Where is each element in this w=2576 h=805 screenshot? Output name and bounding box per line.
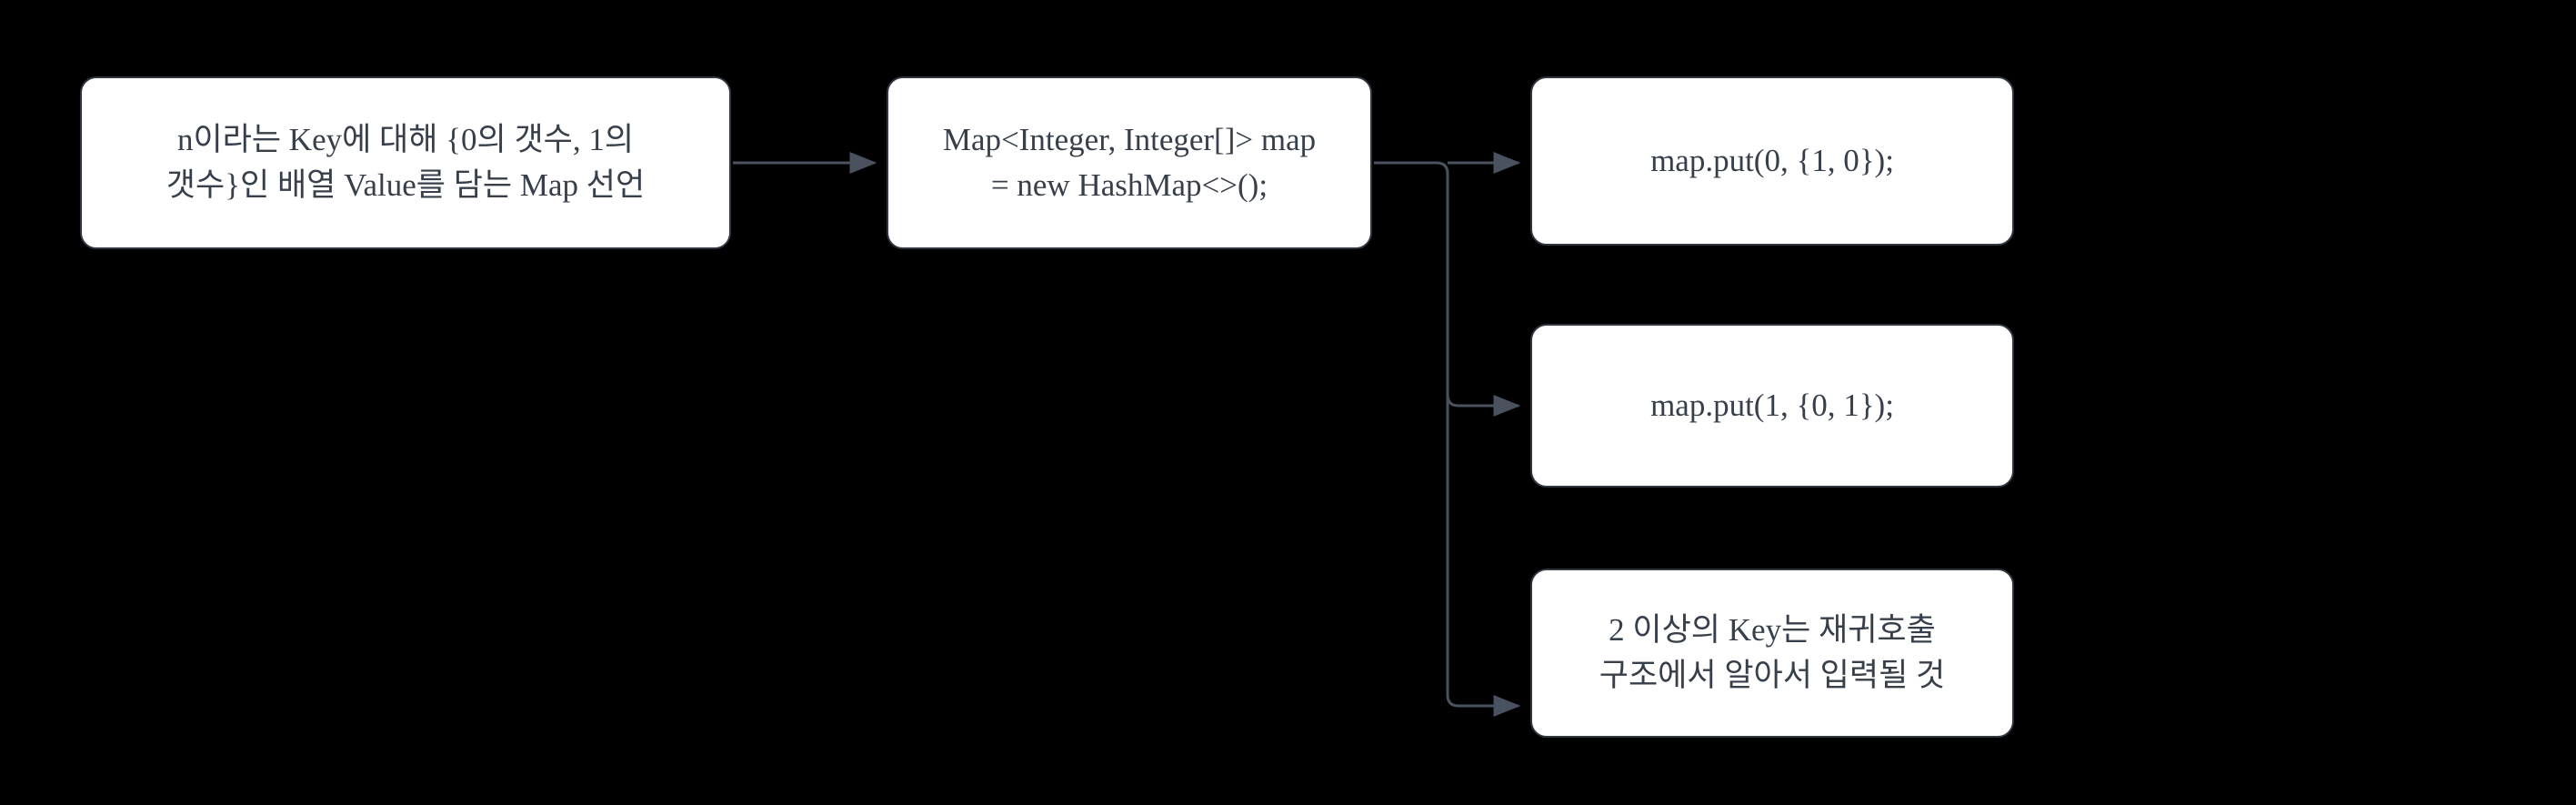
node-map-put-one[interactable]: map.put(1, {0, 1}); <box>1530 324 2014 488</box>
node-recursive-note-label: 2 이상의 Key는 재귀호출 구조에서 알아서 입력될 것 <box>1599 612 1946 693</box>
node-map-declaration-code-label: Map<Integer, Integer[]> map = new HashMa… <box>942 122 1317 203</box>
node-map-put-one-label: map.put(1, {0, 1}); <box>1650 387 1894 424</box>
node-recursive-note[interactable]: 2 이상의 Key는 재귀호출 구조에서 알아서 입력될 것 <box>1530 569 2014 738</box>
edge-code-to-put-one <box>1446 394 1521 417</box>
node-declare-map-label: n이라는 Key에 대해 {0의 갯수, 1의 갯수}인 배열 Value를 담… <box>165 122 646 203</box>
node-map-put-zero-label: map.put(0, {1, 0}); <box>1650 143 1894 179</box>
edge-code-trunk <box>1374 161 1521 717</box>
node-declare-map[interactable]: n이라는 Key에 대해 {0의 갯수, 1의 갯수}인 배열 Value를 담… <box>80 76 731 249</box>
node-map-put-zero[interactable]: map.put(0, {1, 0}); <box>1530 76 2014 246</box>
node-map-declaration-code[interactable]: Map<Integer, Integer[]> map = new HashMa… <box>887 76 1372 249</box>
